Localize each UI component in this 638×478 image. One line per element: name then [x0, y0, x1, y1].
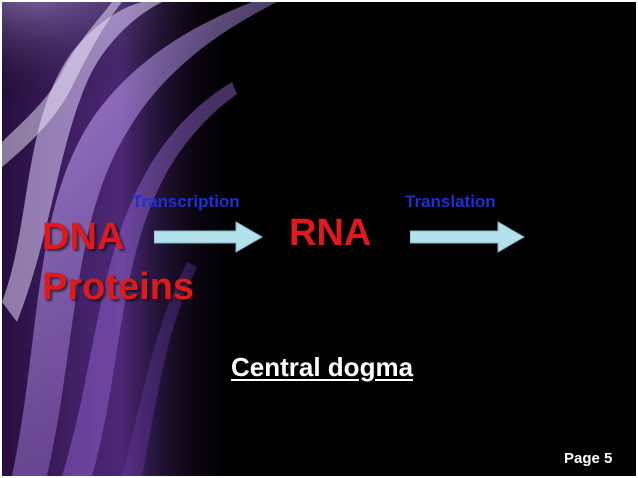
- transcription-label: Transcription: [132, 192, 240, 211]
- right-arrow-icon: [410, 221, 526, 253]
- rna-label: RNA: [289, 212, 372, 254]
- page-number: Page 5: [564, 450, 613, 467]
- translation-label: Translation: [405, 192, 496, 211]
- right-arrow-icon: [154, 221, 264, 253]
- dna-label: DNA: [42, 216, 125, 258]
- proteins-label: Proteins: [42, 266, 195, 308]
- central-dogma-caption: Central dogma: [231, 352, 414, 382]
